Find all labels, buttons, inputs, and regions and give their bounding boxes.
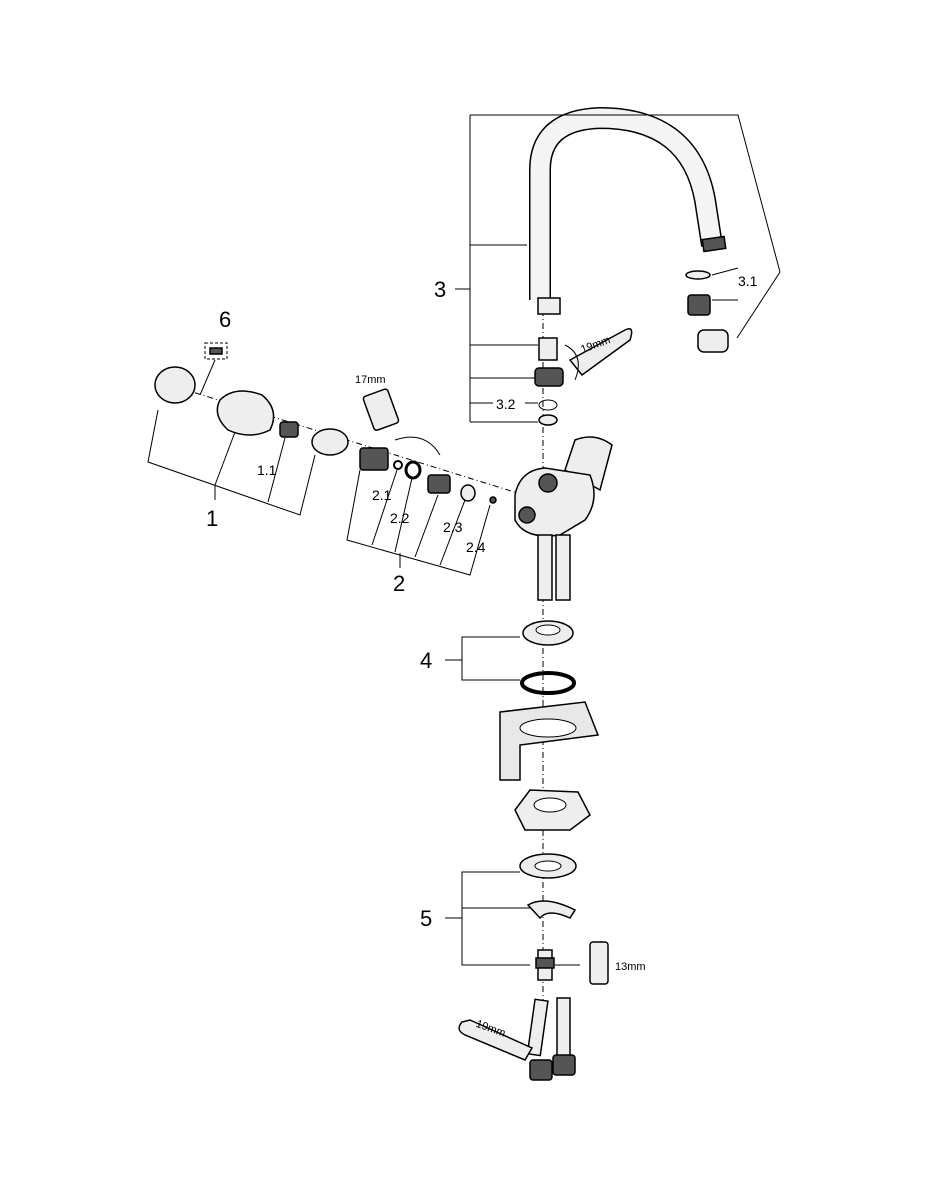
socket-size-label: 17mm (355, 374, 386, 386)
socket-13mm: 13mm (589, 941, 646, 985)
label-item-3: 3 (434, 277, 446, 302)
spout-parts (534, 337, 564, 426)
item-5-parts (519, 853, 577, 981)
bracket-1 (147, 409, 316, 516)
bracket-5 (445, 871, 580, 966)
label-item-2-3: 2.3 (443, 519, 463, 535)
socket-size-label: 13mm (615, 961, 646, 973)
label-item-3-1: 3.1 (738, 273, 758, 289)
label-item-2-1: 2.1 (372, 487, 392, 503)
faucet-body (514, 436, 613, 601)
wrench-19mm-top: 19mm (564, 328, 633, 381)
label-item-3-2: 3.2 (496, 396, 516, 412)
label-item-1: 1 (206, 506, 218, 531)
label-item-5: 5 (420, 906, 432, 931)
aerator-parts (685, 270, 729, 353)
countertop-section (499, 701, 600, 781)
mounting-bracket (514, 789, 591, 831)
label-item-4: 4 (420, 648, 432, 673)
bracket-4 (445, 636, 520, 681)
item-6-part (199, 342, 228, 396)
label-item-2: 2 (393, 571, 405, 596)
socket-17mm: 17mm (355, 374, 441, 456)
label-item-6: 6 (219, 307, 231, 332)
wrench-19mm-bottom: 19mm (458, 1018, 534, 1061)
supply-hoses (526, 997, 576, 1081)
label-item-2-2: 2.2 (390, 510, 410, 526)
spout (529, 106, 727, 315)
cartridge-parts (359, 447, 497, 504)
item-4-parts (520, 620, 576, 695)
handle-assembly (154, 366, 349, 456)
bracket-2 (346, 469, 491, 576)
label-item-2-4: 2.4 (466, 539, 486, 555)
label-item-1-1: 1.1 (257, 462, 277, 478)
bracket-3 (455, 114, 781, 423)
